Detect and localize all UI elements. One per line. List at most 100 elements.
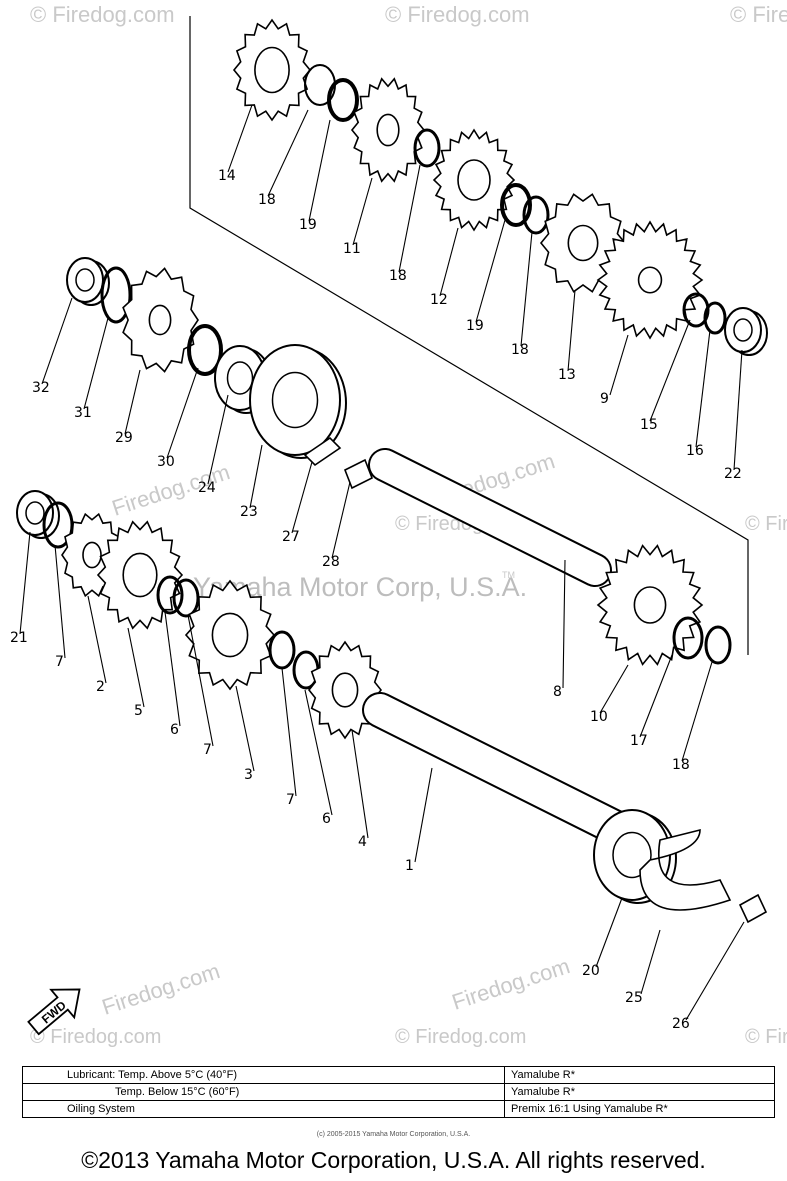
leader-line	[640, 929, 661, 995]
callout: 7	[286, 792, 295, 808]
leader-line	[54, 544, 66, 659]
lubrication-table: Lubricant: Temp. Above 5°C (40°F) Yamalu…	[22, 1066, 775, 1118]
leader-line	[331, 481, 351, 559]
leader-line	[187, 614, 214, 747]
leader-line	[166, 367, 199, 459]
transmission-exploded-diagram: © Firedog.com © Firedog.com © Firedog.co…	[10, 2, 787, 1048]
callout: 7	[55, 654, 64, 670]
gear-12	[432, 128, 516, 232]
washer-17	[672, 616, 704, 660]
leader-line	[291, 461, 313, 534]
gear-9	[596, 220, 704, 340]
spacer-31	[100, 266, 132, 324]
callout: 11	[343, 241, 361, 257]
callout: 13	[558, 367, 576, 383]
fwd-arrow-icon: FWD	[27, 988, 81, 1036]
leader-line	[567, 289, 576, 372]
main-axle-1	[362, 692, 638, 848]
leader-line	[352, 177, 373, 246]
callout: 18	[511, 342, 529, 358]
leader-line	[681, 661, 713, 762]
leader-line	[639, 654, 673, 738]
leader-line	[733, 349, 743, 471]
leader-line	[164, 611, 181, 727]
leader-line	[19, 531, 31, 635]
oil-seal-32	[66, 257, 110, 306]
watermark-site: © Firedog.com	[385, 2, 530, 27]
callout: 7	[203, 742, 212, 758]
callout: 3	[244, 767, 253, 783]
table-cell-label: Temp. Below 15°C (60°F)	[22, 1083, 505, 1101]
leader-line	[599, 664, 629, 714]
callout: 5	[134, 703, 143, 719]
leader-line	[308, 119, 331, 222]
callout: 19	[466, 318, 484, 334]
callout: 12	[430, 292, 448, 308]
circlip-7	[42, 501, 74, 549]
group-boundary	[189, 16, 749, 655]
leader-line	[267, 109, 309, 197]
callout: 10	[590, 709, 608, 725]
leader-line	[475, 219, 506, 323]
small-credit: (c) 2005-2015 Yamaha Motor Corporation, …	[316, 1131, 471, 1138]
table-cell-value: Yamalube R*	[504, 1066, 775, 1084]
watermark-site-small: Firedog.com	[449, 953, 573, 1015]
gear-14	[232, 18, 312, 122]
washer-19	[327, 78, 359, 122]
callout: 6	[322, 811, 331, 827]
gear-3	[184, 579, 276, 691]
drive-sprocket-29	[122, 267, 199, 373]
screw-26	[738, 893, 768, 924]
leader-lines	[19, 104, 745, 1021]
callout: 18	[258, 192, 276, 208]
leader-line	[398, 164, 421, 273]
leader-line	[127, 627, 145, 708]
watermark-site: © Firedog.com	[30, 1026, 161, 1048]
watermark-site: © Firedog.com	[730, 2, 787, 27]
circlip-18	[522, 195, 550, 235]
callout: 6	[170, 722, 179, 738]
washer-6	[156, 575, 184, 615]
leader-line	[281, 667, 297, 797]
bearing-23	[249, 344, 347, 459]
leader-line	[227, 104, 253, 173]
watermark-site: © Firedog.com	[395, 1026, 526, 1048]
callout: 29	[115, 430, 133, 446]
callout: 19	[299, 217, 317, 233]
gear-10	[596, 544, 704, 666]
callout: 31	[74, 405, 92, 421]
leader-line	[235, 685, 255, 772]
leader-line	[520, 231, 533, 347]
table-row: Oiling System Premix 16:1 Using Yamalube…	[22, 1100, 775, 1118]
callout: 18	[389, 268, 407, 284]
callout: 18	[672, 757, 690, 773]
leader-line	[207, 394, 229, 485]
table-row: Temp. Below 15°C (60°F) Yamalube R*	[22, 1083, 775, 1101]
watermark-tm: TM	[502, 570, 515, 580]
callout: 21	[10, 630, 28, 646]
leader-line	[414, 767, 433, 863]
table-cell-value: Yamalube R*	[504, 1083, 775, 1101]
callout: 27	[282, 529, 300, 545]
leader-line	[87, 595, 107, 684]
leader-line	[595, 897, 623, 968]
callout: 4	[358, 834, 367, 850]
callouts: 14 18 19 11 18 12 19 18 13 9 15 16 22 32…	[10, 168, 742, 1032]
leader-line	[41, 297, 73, 385]
parts	[16, 18, 768, 924]
needle-bearing-21	[16, 490, 60, 539]
leader-line	[351, 729, 369, 839]
circlip-18	[413, 128, 441, 168]
callout: 1	[405, 858, 414, 874]
callout: 17	[630, 733, 648, 749]
circlip-7	[172, 578, 200, 618]
needle-bearing-22	[724, 307, 768, 356]
callout: 9	[600, 391, 609, 407]
callout: 23	[240, 504, 258, 520]
leader-line	[124, 369, 141, 435]
callout: 30	[157, 454, 175, 470]
leader-line	[83, 317, 109, 410]
callout: 24	[198, 480, 216, 496]
callout: 15	[640, 417, 658, 433]
watermark-site-small: Firedog.com	[99, 958, 223, 1020]
